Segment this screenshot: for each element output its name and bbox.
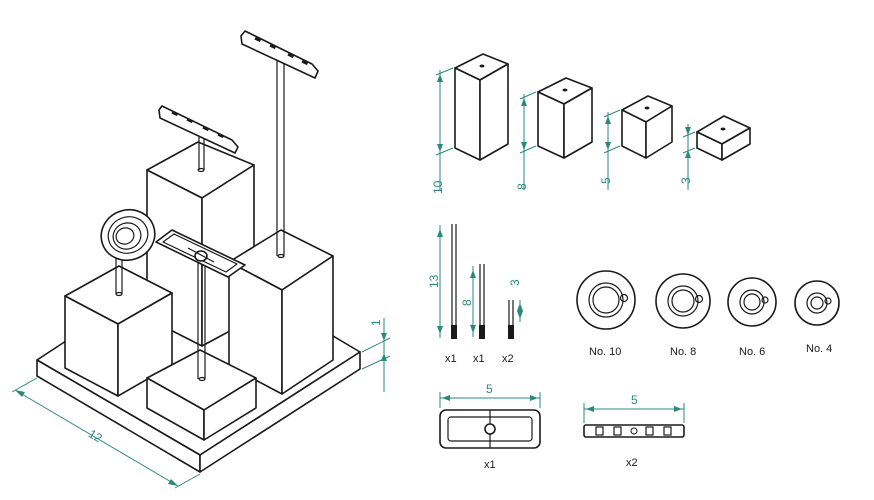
- rods-group: 13 x1 8 x1 3 x2: [427, 224, 523, 365]
- block-10: 10: [431, 53, 509, 194]
- block-5: 5: [599, 95, 673, 190]
- ring-no-8: No. 8: [655, 273, 711, 358]
- base-width-label: 12: [86, 427, 105, 446]
- rod-8-qty: x1: [473, 353, 485, 365]
- ring-no-4: No. 4: [794, 280, 840, 355]
- tray-part: 5 x1: [439, 382, 541, 471]
- ring-stand: [100, 208, 156, 294]
- block-8-dim-label: 8: [515, 183, 529, 190]
- rod-3-dim-label: 3: [508, 279, 522, 286]
- tray-stand: [155, 229, 246, 379]
- bar-qty: x2: [626, 457, 638, 469]
- rings-group: No. 10 No. 8 No. 6 No. 4: [576, 270, 840, 358]
- rod-3-qty: x2: [502, 353, 514, 365]
- block-3-dim-label: 3: [679, 177, 693, 184]
- ring-no-6: No. 6: [727, 277, 777, 358]
- base-width-dimension: 12: [11, 377, 201, 489]
- block-right: [228, 229, 334, 395]
- bar-dim-label: 5: [631, 393, 638, 407]
- assembly-view: 12 1: [11, 30, 391, 489]
- base-thickness-dimension: 1: [361, 318, 391, 392]
- ring-no-4-label: No. 4: [806, 343, 832, 355]
- ring-no-10: No. 10: [576, 270, 636, 358]
- tray-qty: x1: [484, 459, 496, 471]
- bar-part: 5 x2: [583, 393, 685, 469]
- ring-no-10-label: No. 10: [589, 346, 621, 358]
- base-thickness-label: 1: [369, 319, 383, 326]
- block-10-dim-label: 10: [431, 180, 445, 194]
- block-5-dim-label: 5: [599, 177, 613, 184]
- block-front: [146, 349, 257, 441]
- block-8: 8: [515, 77, 593, 190]
- rod-8: 8 x1: [460, 264, 485, 365]
- rod-3: 3 x2: [502, 279, 523, 365]
- block-3: 3: [679, 115, 751, 190]
- t-stand-tall: [240, 30, 319, 256]
- rod-13-dim-label: 13: [427, 274, 441, 288]
- rod-8-dim-label: 8: [460, 299, 474, 306]
- t-stand-short: [158, 105, 239, 170]
- rod-13-qty: x1: [445, 353, 457, 365]
- blocks-row: 10 8 5: [431, 53, 751, 194]
- block-left: [64, 265, 173, 397]
- tray-dim-label: 5: [486, 382, 493, 396]
- ring-no-8-label: No. 8: [670, 346, 696, 358]
- rod-13: 13 x1: [427, 224, 457, 365]
- ring-no-6-label: No. 6: [739, 346, 765, 358]
